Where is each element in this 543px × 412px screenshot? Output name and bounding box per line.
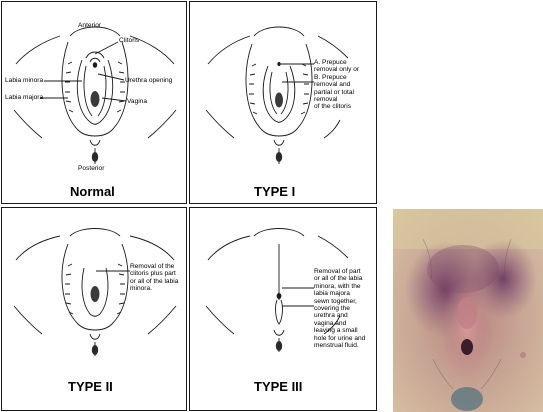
type3-description: Removal of part or all of the labia mino…	[314, 268, 366, 350]
type1-anatomy-drawing	[205, 26, 349, 164]
label-anterior: Anterior	[78, 22, 102, 29]
label-clitoris: Clitoris	[119, 37, 140, 44]
type1-description: A. Prepuce removal only or B. Prepuce re…	[314, 59, 360, 111]
label-vagina: Vagina	[127, 98, 148, 105]
type3-anatomy-drawing	[205, 228, 349, 352]
type2-anatomy-drawing	[13, 228, 177, 356]
caption-type-3: TYPE III	[254, 379, 303, 394]
label-labia-majora: Labia majora	[5, 94, 44, 101]
normal-anatomy-drawing	[13, 26, 177, 164]
caption-type-2: TYPE II	[68, 379, 113, 394]
label-posterior: Posterior	[78, 165, 105, 172]
panel-type-2: Removal of the clitoris plus part or all…	[1, 207, 187, 411]
label-urethra-opening: Urethra opening	[125, 77, 173, 84]
caption-type-1: TYPE I	[254, 184, 296, 199]
label-labia-minora: Labia minora	[5, 77, 44, 84]
panel-type-1: A. Prepuce removal only or B. Prepuce re…	[189, 1, 377, 204]
clinical-photograph	[393, 209, 543, 412]
type2-description: Removal of the clitoris plus part or all…	[130, 263, 179, 293]
panel-normal: Anterior Clitoris Labia minora Urethra o…	[1, 1, 187, 204]
panel-type-3: Removal of part or all of the labia mino…	[189, 207, 377, 411]
caption-normal: Normal	[70, 184, 115, 199]
photo-image	[393, 209, 543, 412]
